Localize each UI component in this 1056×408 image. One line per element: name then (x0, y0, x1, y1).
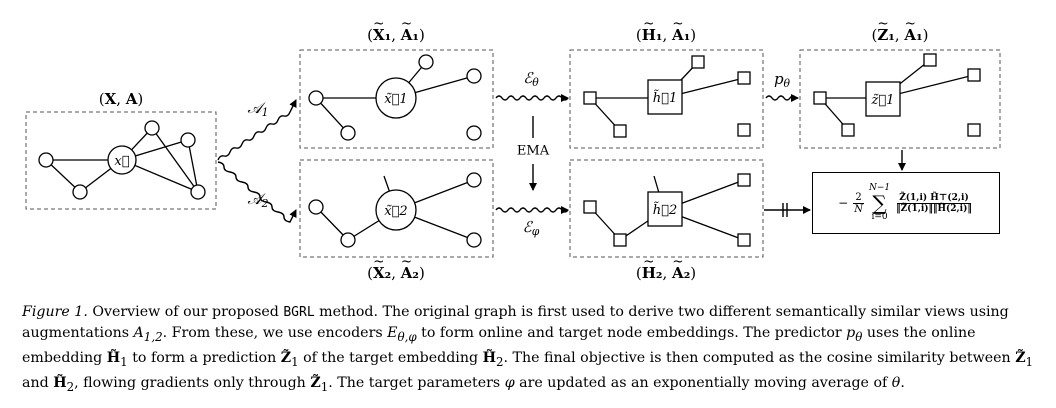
graph-node (340, 232, 356, 248)
graph-node (180, 132, 196, 148)
graph-node (38, 152, 54, 168)
predictor-arrow (765, 94, 799, 102)
graph-node (813, 91, 827, 105)
graph-center-node (647, 191, 683, 227)
enc-target-label: ℰφ (522, 217, 540, 239)
view2-box (299, 159, 494, 258)
graph-node (737, 233, 751, 247)
view2-label: (X₂, A₂) (367, 254, 425, 282)
view2-graph: x̃⃗2 (299, 159, 494, 258)
ema-label: EMA (516, 143, 550, 159)
graph-node (691, 55, 705, 69)
aug2-label: 𝒜2 (247, 189, 269, 211)
graph-node (466, 125, 482, 141)
graph-center-node (375, 77, 417, 119)
figure-label: Figure 1. (22, 304, 88, 320)
enc-online-arrow (495, 95, 569, 106)
graph-node (466, 232, 482, 248)
loss-minus: − (838, 196, 849, 210)
view1-graph: x̃⃗1 (299, 49, 494, 149)
graph-node (72, 184, 88, 200)
graph-center-node (647, 79, 683, 115)
pred1-center-label: z̃⃗1 (871, 93, 895, 108)
graph-node (340, 125, 356, 141)
graph-node (308, 199, 324, 215)
graph-node (967, 123, 981, 137)
pred1-label: (Z₁, A₁) (871, 16, 928, 44)
pred1-graph: z̃⃗1 (799, 49, 1001, 149)
graph-node (190, 184, 206, 200)
graph-node (418, 54, 434, 70)
loss-coef: 2 N (853, 191, 864, 215)
emb1-box (569, 49, 764, 149)
graph-node (737, 123, 751, 137)
view1-label: (X₁, A₁) (367, 16, 425, 44)
graph-node (737, 173, 751, 187)
graph-node (583, 200, 597, 214)
graph-node (308, 90, 324, 106)
input-center-label: x⃗ (114, 154, 129, 169)
loss-box: − 2 N N−1 ∑ i=0 Z̃(1,i) H̃⊤(2,i) ‖Z̃(1,i… (812, 172, 1000, 234)
graph-node (144, 120, 160, 136)
loss-cosine: Z̃(1,i) H̃⊤(2,i) ‖Z̃(1,i)‖‖H̃(2,i)‖ (896, 192, 972, 214)
figure-caption: Figure 1. Overview of our proposed BGRL … (22, 304, 1034, 394)
graph-node (967, 68, 981, 82)
aug1-label: 𝒜1 (247, 98, 269, 120)
enc-online-label: ℰθ (523, 68, 539, 90)
emb2-graph: h̃⃗2 (569, 159, 764, 258)
loss-sum: N−1 ∑ i=0 (868, 183, 891, 222)
graph-node (923, 53, 937, 67)
graph-center-node (375, 189, 417, 231)
enc-target-arrow (495, 207, 569, 218)
graph-node (466, 68, 482, 84)
pred1-box (799, 49, 1001, 149)
aug2-arrow (217, 161, 297, 223)
view1-center-label: x̃⃗1 (384, 92, 407, 107)
graph-node (613, 233, 627, 247)
input-graph: x⃗ (25, 111, 217, 210)
view1-box (299, 49, 494, 149)
graph-node (737, 71, 751, 85)
aug1-arrow (217, 99, 297, 161)
method-name: BGRL (283, 305, 315, 320)
graph-center-node (107, 145, 137, 175)
input-label: (X, A) (98, 90, 144, 108)
graph-center-node (865, 81, 901, 117)
graph-node (613, 124, 627, 138)
bgrl-diagram: x⃗ x̃⃗1 (25, 49, 1001, 258)
emb1-center-label: h̃⃗1 (653, 89, 677, 106)
emb1-graph: h̃⃗1 (569, 49, 764, 149)
view2-center-label: x̃⃗2 (384, 204, 407, 219)
emb1-label: (H₁, A₁) (636, 16, 696, 44)
graph-node (583, 91, 597, 105)
emb2-box (569, 159, 764, 258)
input-graph-box (25, 111, 217, 210)
emb2-center-label: h̃⃗2 (653, 201, 677, 218)
predictor-label: pθ (773, 69, 791, 91)
graph-node (466, 172, 482, 188)
emb2-label: (H₂, A₂) (636, 254, 696, 282)
graph-node (841, 123, 855, 137)
